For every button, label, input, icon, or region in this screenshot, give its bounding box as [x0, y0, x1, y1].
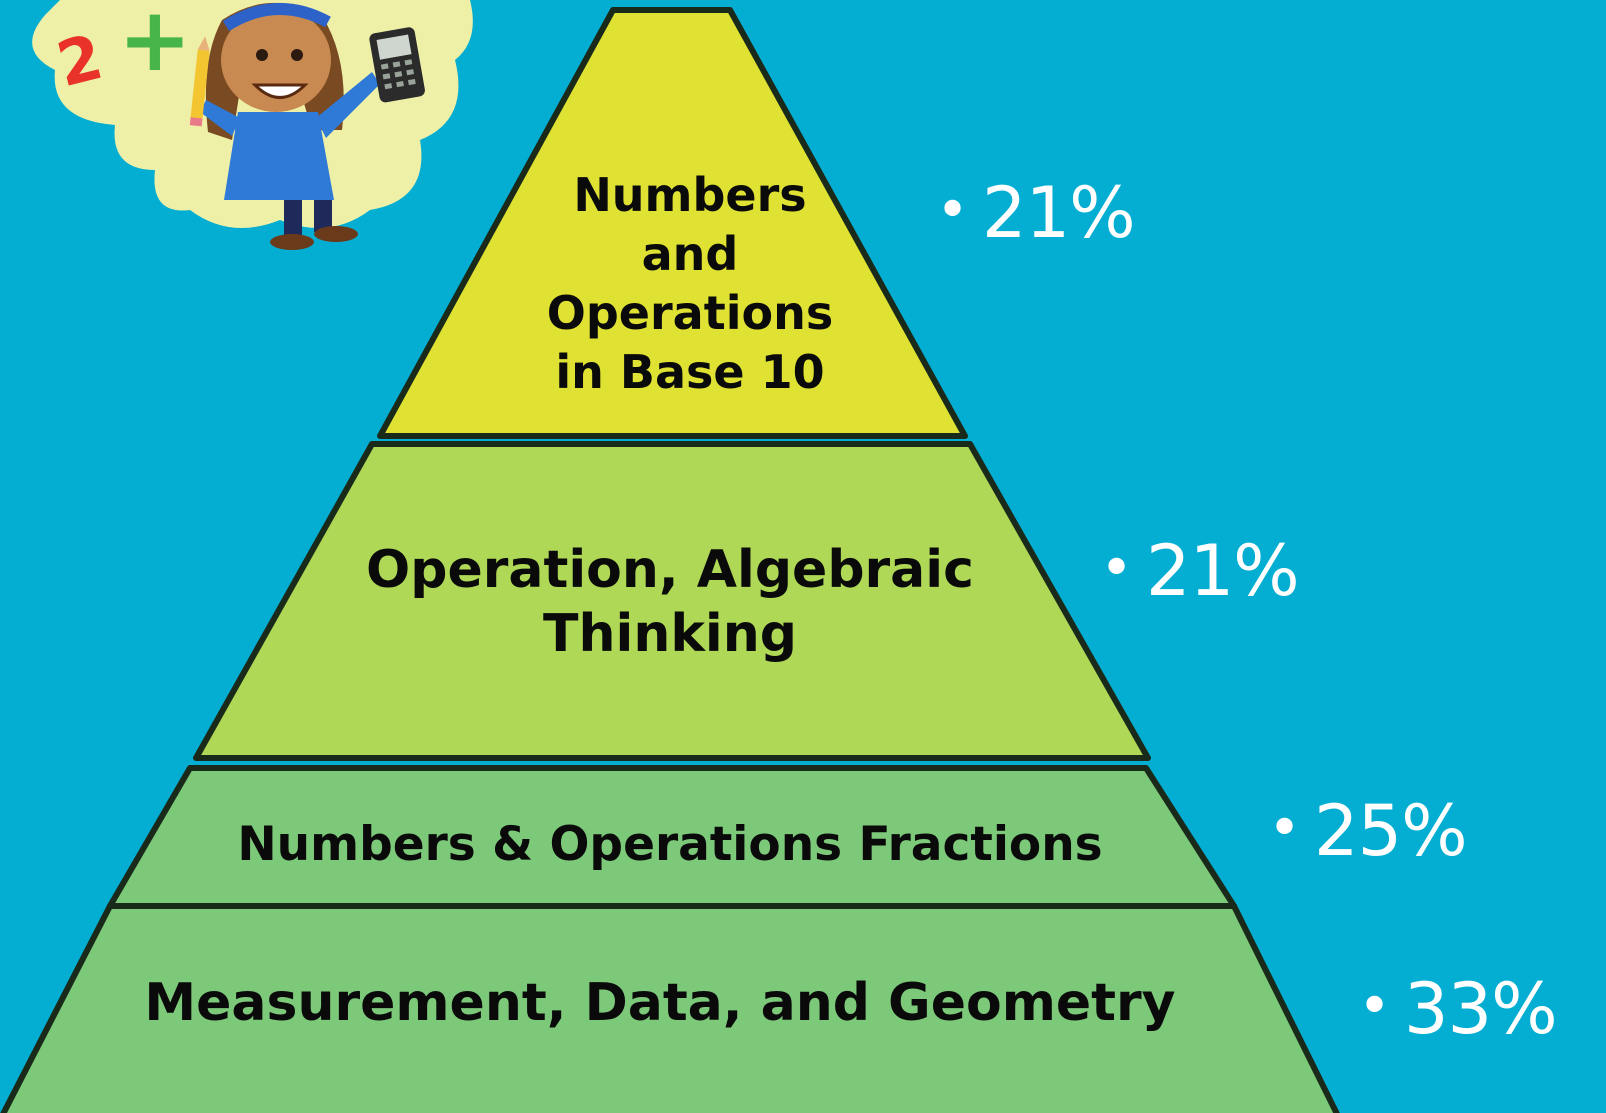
- girl-eye-right: [291, 49, 303, 61]
- tier-percent-base-ten: •21%: [936, 172, 1136, 254]
- student-illustration: 2 +: [32, 0, 473, 250]
- girl-headband: [222, 2, 331, 32]
- bullet-dot: •: [1100, 536, 1133, 601]
- tier-divider-line: [121, 904, 1237, 909]
- tier-label-fractions: Numbers & Operations Fractions: [237, 817, 1103, 872]
- bullet-dot: •: [936, 178, 969, 243]
- tier-percent-fractions: •25%: [1268, 790, 1468, 872]
- percent-value: 25%: [1314, 790, 1468, 872]
- tier-label-base-ten: Numbers and Operations in Base 10: [546, 168, 834, 399]
- cloud-plus-sign: +: [118, 0, 192, 91]
- girl-shoe-left: [270, 234, 314, 250]
- girl-leg-right: [314, 200, 332, 232]
- percent-value: 33%: [1404, 968, 1558, 1050]
- tier-shape-algebraic-thinking: [193, 441, 1151, 761]
- bullet-dot: •: [1358, 974, 1391, 1039]
- tier-label-measurement-geometry: Measurement, Data, and Geometry: [144, 973, 1176, 1033]
- tier-label-algebraic-thinking: Operation, Algebraic Thinking: [366, 540, 974, 664]
- pencil-icon: [189, 36, 210, 127]
- percent-value: 21%: [1146, 530, 1300, 612]
- girl-arm-left: [200, 100, 240, 136]
- tier-percent-algebraic-thinking: •21%: [1100, 530, 1300, 612]
- girl-smile: [251, 83, 309, 99]
- girl-eye-left: [256, 49, 268, 61]
- girl-shoe-right: [314, 226, 358, 242]
- girl-jacket: [224, 112, 334, 200]
- calculator-icon: [369, 27, 425, 103]
- tier-shape-base-ten: [377, 7, 968, 439]
- pyramid-tiers: [0, 7, 1340, 1113]
- girl-leg-left: [284, 200, 302, 238]
- girl-arm-right: [316, 72, 380, 138]
- percent-value: 21%: [982, 172, 1136, 254]
- tier-percent-measurement-geometry: •33%: [1358, 968, 1558, 1050]
- bullet-dot: •: [1268, 796, 1301, 861]
